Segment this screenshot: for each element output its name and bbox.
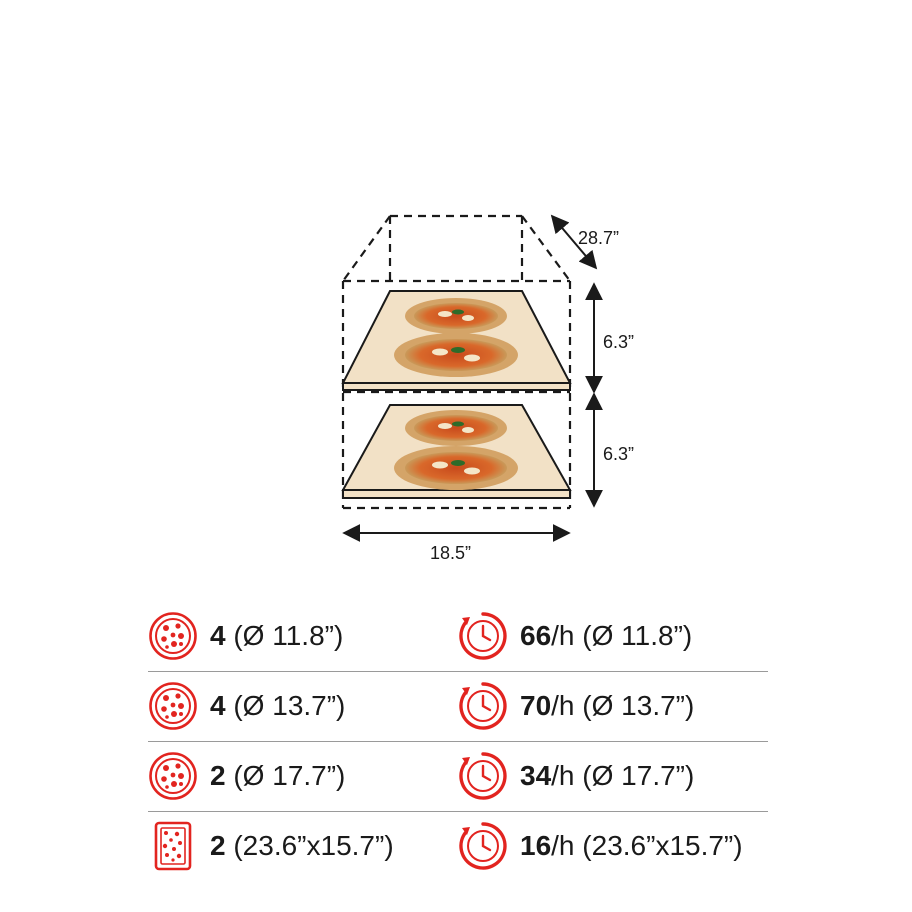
pizza-tray-icon [154,821,192,871]
pizza-image [405,410,507,446]
depth-arrow [550,214,598,270]
height-upper-label: 6.3” [603,332,634,352]
hourly-row: 66/h (Ø 11.8”) [458,611,692,661]
pizza-image [394,446,518,490]
capacity-row: 4 (Ø 13.7”) [148,681,345,731]
capacity-count: 4 [210,690,226,721]
hourly-count: 16 [520,830,552,861]
depth-label: 28.7” [578,228,619,248]
capacity-size: (Ø 17.7”) [225,760,346,791]
timer-icon [459,752,507,800]
width-label: 18.5” [430,543,471,563]
hourly-unit: /h [551,620,575,651]
timer-icon [459,612,507,660]
capacity-size: (23.6”x15.7”) [225,830,394,861]
capacity-size: (Ø 11.8”) [225,620,344,651]
row-divider [148,811,768,812]
capacity-row: 4 (Ø 11.8”) [148,611,343,661]
hourly-row: 34/h (Ø 17.7”) [458,751,694,801]
hourly-size: (Ø 11.8”) [574,620,693,651]
row-divider [148,671,768,672]
hourly-count: 70 [520,690,552,721]
hourly-count: 34 [520,760,552,791]
pizza-image [394,333,518,377]
pizza-image [405,298,507,334]
height-lower-label: 6.3” [603,444,634,464]
upper-baking-stone [341,290,572,391]
hourly-row: 70/h (Ø 13.7”) [458,681,694,731]
pizza-icon [149,682,197,730]
capacity-count: 2 [210,830,226,861]
oven-diagram: 28.7” 6.3” 6.3” 18.5” [341,214,634,563]
hourly-count: 66 [520,620,552,651]
row-divider [148,741,768,742]
capacity-size: (Ø 13.7”) [225,690,346,721]
hourly-size: (Ø 13.7”) [574,690,695,721]
hourly-size: (Ø 17.7”) [574,760,695,791]
pizza-icon [149,612,197,660]
capacity-count: 4 [210,620,226,651]
hourly-unit: /h [551,760,575,791]
lower-baking-stone [341,404,572,499]
pizza-icon [149,752,197,800]
capacity-row: 2 (23.6”x15.7”) [148,821,394,871]
hourly-unit: /h [551,690,575,721]
hourly-unit: /h [551,830,575,861]
hourly-row: 16/h (23.6”x15.7”) [458,821,743,871]
timer-icon [459,822,507,870]
capacity-count: 2 [210,760,226,791]
capacity-row: 2 (Ø 17.7”) [148,751,345,801]
oven-outline [341,214,572,510]
hourly-size: (23.6”x15.7”) [574,830,743,861]
timer-icon [459,682,507,730]
